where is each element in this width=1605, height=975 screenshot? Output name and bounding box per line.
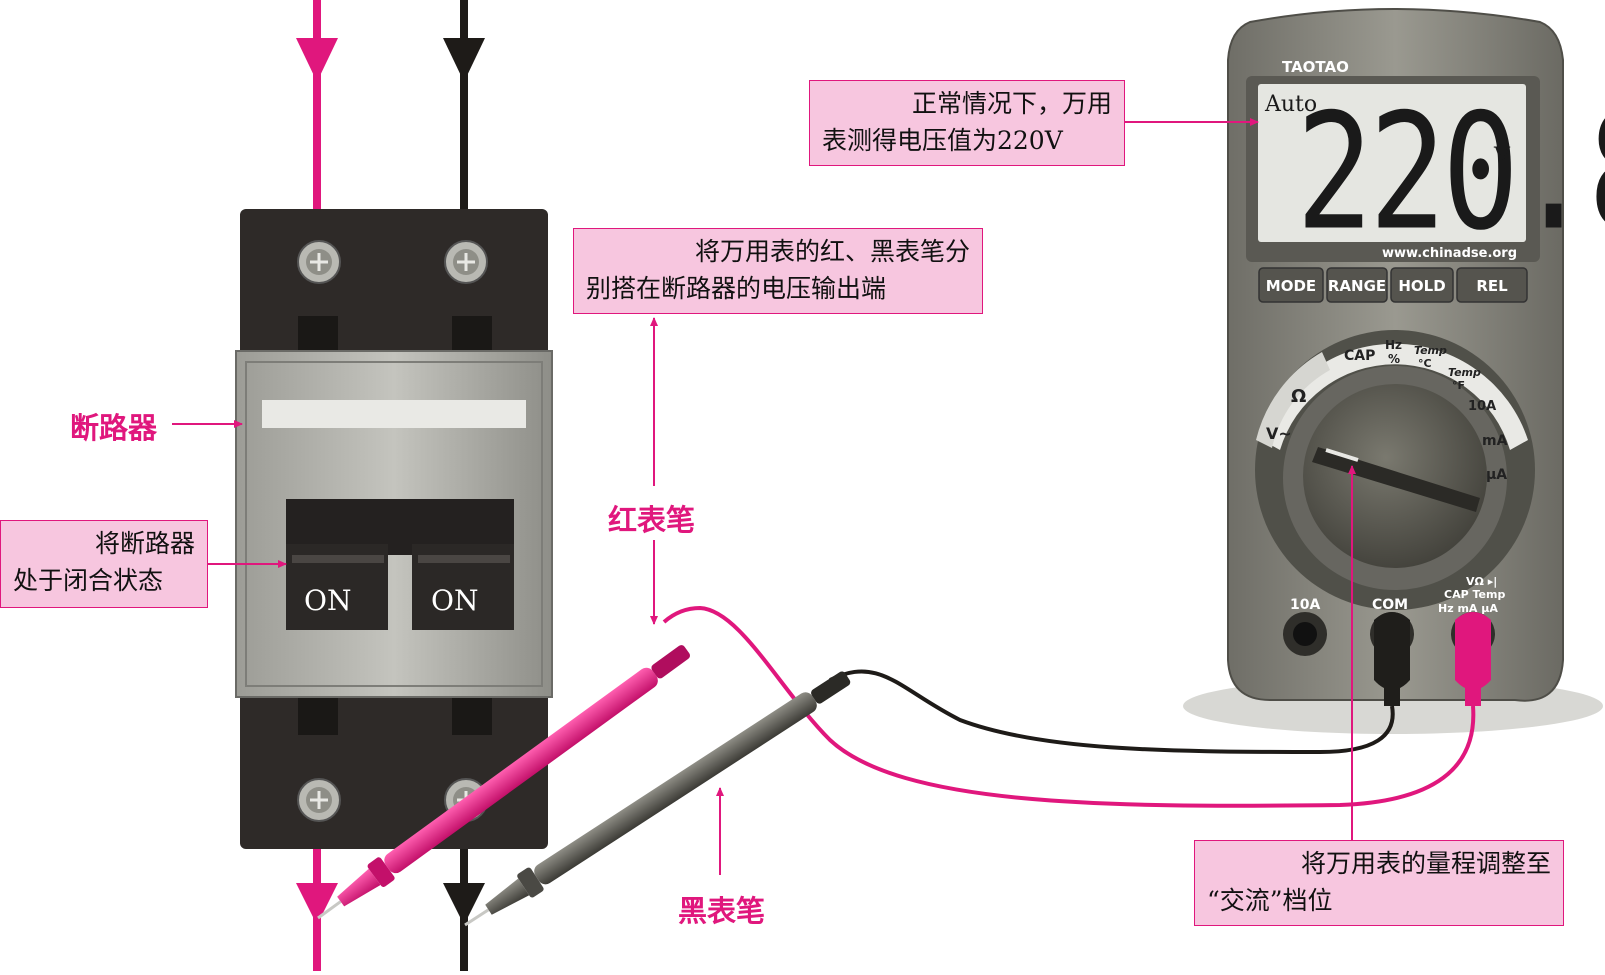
knob-pointer xyxy=(1312,447,1480,512)
callout-line: “交流”档位 xyxy=(1207,886,1333,915)
multimeter xyxy=(1183,8,1603,734)
callout-line: 将万用表的量程调整至 xyxy=(1300,849,1551,878)
callout-line: 正常情况下，万用 xyxy=(911,89,1112,118)
jack-label-com: COM xyxy=(1372,597,1409,613)
meter-website: www.chinadse.org xyxy=(1382,246,1518,261)
callout-line: 处于闭合状态 xyxy=(13,566,164,595)
callout-breaker-closed: 将断路器 处于闭合状态 xyxy=(0,520,208,608)
dial-label-ma: mA xyxy=(1482,433,1508,449)
lcd-unit: V xyxy=(1494,144,1510,169)
dial-label-vac: V~ xyxy=(1266,424,1292,443)
lcd-mode-indicator: Auto xyxy=(1265,92,1318,117)
dial-label-temp-c-top: Temp xyxy=(1414,344,1447,357)
callout-line: 表测得电压值为220V xyxy=(822,126,1063,155)
button-label-range: RANGE xyxy=(1327,277,1387,295)
dial-label-hz: Hz xyxy=(1385,338,1403,352)
button-label-hold: HOLD xyxy=(1398,277,1446,295)
dial-label-10a: 10A xyxy=(1468,399,1497,414)
meter-button-range[interactable] xyxy=(1326,267,1388,303)
dial-label-ua: μA xyxy=(1486,467,1508,483)
dial-label-ohm: Ω xyxy=(1291,386,1307,407)
lcd-reading: 220.8 xyxy=(1296,80,1605,267)
jack-label-vohm-2: CAP Temp xyxy=(1444,588,1506,601)
black-test-lead xyxy=(829,669,1395,755)
switch-left-state: ON xyxy=(304,584,352,617)
red-probe-label: 红表笔 xyxy=(608,503,696,537)
jack-label-10a: 10A xyxy=(1290,597,1321,613)
terminal-screw xyxy=(297,778,341,822)
jack-com[interactable] xyxy=(1370,612,1414,706)
breaker-label-plate xyxy=(262,400,526,428)
terminal-screw xyxy=(444,240,488,284)
callout-line: 将断路器 xyxy=(94,529,195,558)
circuit-breaker xyxy=(235,209,553,849)
callout-normal-reading: 正常情况下，万用 表测得电压值为220V xyxy=(809,80,1125,166)
dial-label-temp-f-top: Temp xyxy=(1448,366,1481,379)
jack-v-ohm[interactable] xyxy=(1451,612,1495,706)
jack-label-vohm-3: Hz mA μA xyxy=(1438,602,1498,615)
callout-line: 别搭在断路器的电压输出端 xyxy=(586,274,887,303)
dial-label-percent: % xyxy=(1388,352,1401,366)
red-test-lead xyxy=(662,605,1476,808)
black-probe-label: 黑表笔 xyxy=(678,894,766,928)
switch-right-state: ON xyxy=(431,584,479,617)
meter-button-hold[interactable] xyxy=(1390,267,1454,303)
black-probe xyxy=(464,671,851,927)
red-probe xyxy=(317,645,691,920)
dial-label-temp-c: °C xyxy=(1418,357,1432,370)
meter-button-rel[interactable] xyxy=(1456,267,1528,303)
terminal-screw xyxy=(297,240,341,284)
leader-arrows xyxy=(172,118,1356,875)
meter-brand: TAOTAO xyxy=(1282,58,1349,76)
lcd-display xyxy=(1258,84,1526,242)
callout-probe-placement: 将万用表的红、黑表笔分 别搭在断路器的电压输出端 xyxy=(573,228,983,314)
button-label-rel: REL xyxy=(1476,277,1508,295)
jack-label-vohm-1: VΩ ▸| xyxy=(1466,575,1498,588)
jack-10a[interactable] xyxy=(1283,612,1327,656)
dial-label-cap: CAP xyxy=(1344,348,1376,364)
meter-button-mode[interactable] xyxy=(1258,267,1324,303)
dial-label-temp-f: °F xyxy=(1452,379,1466,392)
callout-range-setting: 将万用表的量程调整至 “交流”档位 xyxy=(1194,840,1564,926)
button-label-mode: MODE xyxy=(1265,277,1317,295)
callout-line: 将万用表的红、黑表笔分 xyxy=(694,237,970,266)
supply-line-phase xyxy=(296,0,338,971)
breaker-label: 断路器 xyxy=(70,411,158,445)
supply-line-neutral xyxy=(443,0,485,971)
